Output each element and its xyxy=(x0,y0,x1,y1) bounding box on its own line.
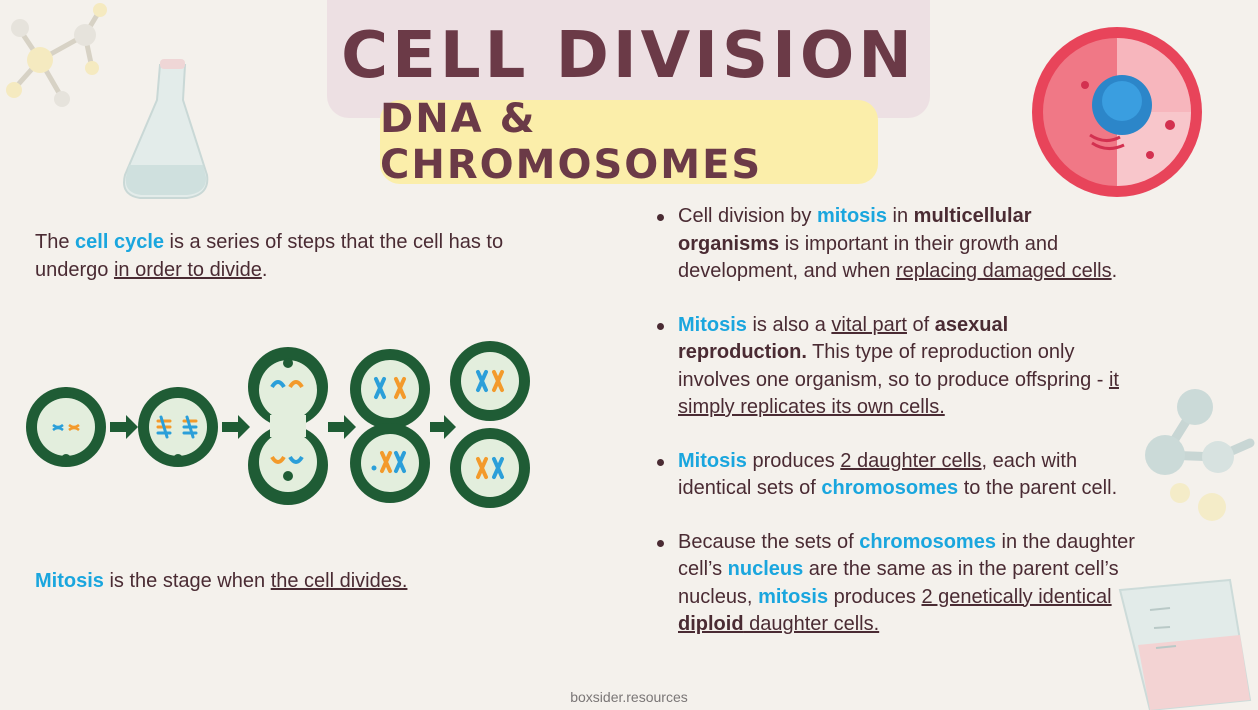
arrow-right-icon xyxy=(328,415,356,439)
bullet-text-part: chromosomes xyxy=(859,530,996,553)
cell-stage-4 xyxy=(350,349,430,503)
footer-credit: boxsider.resources xyxy=(570,689,688,705)
daughter-cell-bottom xyxy=(450,428,530,508)
bullet-text-part: Mitosis xyxy=(678,449,747,472)
bullet-text-part: Because the sets of xyxy=(678,530,860,553)
intro-underline: in order to divide xyxy=(113,259,262,281)
bullet-text-part: produces xyxy=(828,585,922,608)
molecule-icon xyxy=(6,3,107,107)
bullet-text-part: Cell division by xyxy=(678,205,817,227)
daughter-cell-top xyxy=(450,341,530,421)
bullet-text-part: daughter cells. xyxy=(743,613,880,635)
bullet-text-part: it simply replicates its own cells. xyxy=(678,368,1119,419)
list-item: Mitosis is also a vital part of asexual … xyxy=(655,312,1135,422)
bullet-text-part: asexual reproduction. xyxy=(678,313,1009,364)
bullet-text-part: is important in their growth and develop… xyxy=(678,232,1059,283)
mitosis-underline: the cell divides. xyxy=(270,570,408,592)
mitosis-text: is the stage when xyxy=(103,570,271,592)
subtitle-banner: DNA & CHROMOSOMES xyxy=(380,96,878,188)
bullet-text-part: multicellular organisms xyxy=(678,205,1032,255)
bullet-text-part: diploid xyxy=(678,613,744,635)
list-item: Cell division by mitosis in multicellula… xyxy=(655,203,1135,286)
bullet-text-part: in xyxy=(886,205,914,227)
mitosis-highlight: Mitosis xyxy=(35,570,104,592)
mitosis-diagram xyxy=(26,341,530,508)
bullet-text-part: to the parent cell. xyxy=(958,477,1118,499)
bullet-text-part: is also a xyxy=(746,313,832,336)
list-item: Mitosis produces 2 daughter cells, each … xyxy=(655,448,1135,503)
facts-list: Cell division by mitosis in multicellula… xyxy=(655,203,1135,639)
bullet-text-part: , each with identical sets of xyxy=(678,449,1078,500)
mitosis-note: Mitosis is the stage when the cell divid… xyxy=(35,567,515,595)
cell-stage-2 xyxy=(138,387,218,467)
intro-highlight: cell cycle xyxy=(75,231,164,253)
arrow-right-icon xyxy=(222,415,250,439)
bullet-text-part: Mitosis xyxy=(678,313,747,336)
arrow-right-icon xyxy=(110,415,138,439)
page-title: CELL DIVISION xyxy=(341,19,916,93)
bullet-text-part: in the daughter cell’s xyxy=(678,530,1135,581)
title-banner: CELL DIVISION xyxy=(327,0,930,118)
bullet-text-part: 2 daughter cells xyxy=(840,449,982,472)
bullet-text-part: vital part xyxy=(831,313,907,336)
bullet-text-part: nucleus xyxy=(727,558,804,580)
list-item: Because the sets of chromosomes in the d… xyxy=(655,529,1135,639)
bullet-text-part: . xyxy=(1111,260,1118,282)
cell-stage-1 xyxy=(26,387,106,467)
intro-text: . xyxy=(261,259,268,281)
bullet-text-part: are the same as in the parent cell’s nuc… xyxy=(678,558,1119,608)
bullet-text-part: replacing damaged cells xyxy=(895,260,1112,282)
bullet-text-part: produces xyxy=(746,449,841,472)
bullet-text-part: chromosomes xyxy=(821,477,959,499)
intro-text: is a series of steps that the cell has t… xyxy=(35,231,504,281)
animal-cell-icon xyxy=(1032,27,1202,197)
bullet-text-part: mitosis xyxy=(758,585,829,608)
beaker-icon xyxy=(1118,578,1252,710)
flask-icon xyxy=(123,59,209,199)
arrow-right-icon xyxy=(430,415,456,439)
bullet-text-part: 2 genetically identical xyxy=(921,585,1112,608)
cell-cycle-intro: The cell cycle is a series of steps that… xyxy=(35,228,515,284)
page-subtitle: DNA & CHROMOSOMES xyxy=(380,96,763,188)
bullet-text-part: of xyxy=(906,313,935,336)
bullet-text-part: This type of reproduction only involves … xyxy=(678,341,1109,391)
bullet-text-part: mitosis xyxy=(816,205,887,227)
molecule-icon-right xyxy=(1145,389,1255,521)
intro-text: The xyxy=(35,231,76,253)
cell-stage-3 xyxy=(248,347,328,505)
